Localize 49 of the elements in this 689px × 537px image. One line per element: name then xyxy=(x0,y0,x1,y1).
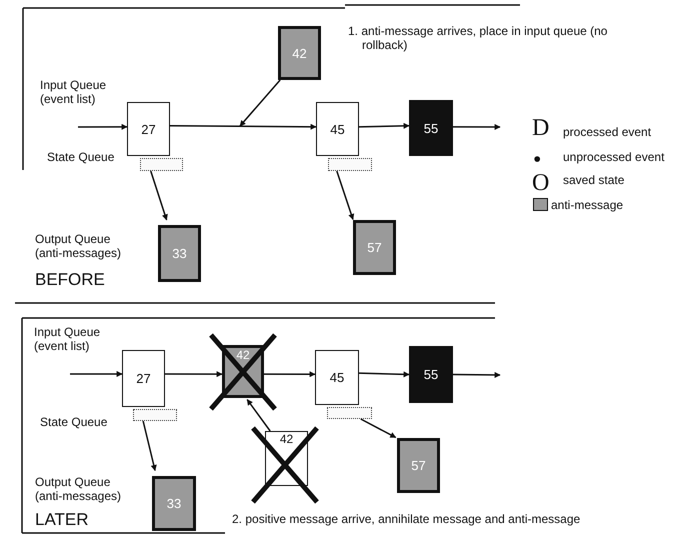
note: 2. positive message arrive, annihilate message and anti-message xyxy=(232,512,582,526)
legend-label: anti-message xyxy=(551,198,624,212)
processed-event-box: 55 xyxy=(409,346,453,403)
arrow xyxy=(78,124,128,130)
event-box: 27 xyxy=(122,350,165,407)
state-box xyxy=(327,407,372,419)
queue-label: Input Queue (event list) xyxy=(34,325,102,353)
state-box xyxy=(140,158,183,171)
arrow xyxy=(360,418,396,438)
panel-title: BEFORE xyxy=(35,270,106,290)
event-box: 27 xyxy=(127,102,170,156)
event-box: 45 xyxy=(315,350,359,405)
arrow xyxy=(453,372,501,378)
legend-symbol: D xyxy=(532,115,550,141)
arrow xyxy=(239,80,281,126)
legend-label: saved state xyxy=(563,173,624,187)
legend-symbol: O xyxy=(532,170,550,196)
event-box: 42 xyxy=(265,431,308,486)
anti-message-box: 33 xyxy=(158,225,201,282)
arrow xyxy=(358,371,410,378)
queue-label: Output Queue (anti-messages) xyxy=(35,475,122,503)
arrow xyxy=(70,370,123,377)
queue-label: Input Queue (event list) xyxy=(40,78,108,106)
queue-label: State Queue xyxy=(40,415,108,429)
legend-label: processed event xyxy=(563,125,652,139)
state-box xyxy=(133,409,177,421)
processed-event-box: 55 xyxy=(409,100,453,156)
arrow xyxy=(336,170,354,220)
anti-message-box: 33 xyxy=(152,476,196,531)
legend-label: unprocessed event xyxy=(563,150,664,164)
legend-symbol: • xyxy=(533,147,542,173)
anti-message-box: 57 xyxy=(353,220,396,275)
anti-message-box: 42 xyxy=(278,26,321,80)
arrow xyxy=(264,371,316,378)
anti-message-box: 42 xyxy=(222,345,264,398)
anti-message-box: 57 xyxy=(397,438,440,493)
arrow xyxy=(165,371,223,378)
note: 1. anti-message arrives, place in input queue (no rollback) xyxy=(348,24,608,52)
panel-title: LATER xyxy=(35,510,90,530)
arrow xyxy=(453,124,501,130)
arrow xyxy=(246,399,271,432)
arrow xyxy=(142,420,157,472)
arrow xyxy=(150,170,168,220)
queue-label: Output Queue (anti-messages) xyxy=(35,232,122,260)
event-box: 45 xyxy=(316,102,359,156)
state-box xyxy=(328,158,372,171)
arrow xyxy=(170,124,317,130)
arrow xyxy=(358,122,410,129)
queue-label: State Queue xyxy=(47,150,116,164)
